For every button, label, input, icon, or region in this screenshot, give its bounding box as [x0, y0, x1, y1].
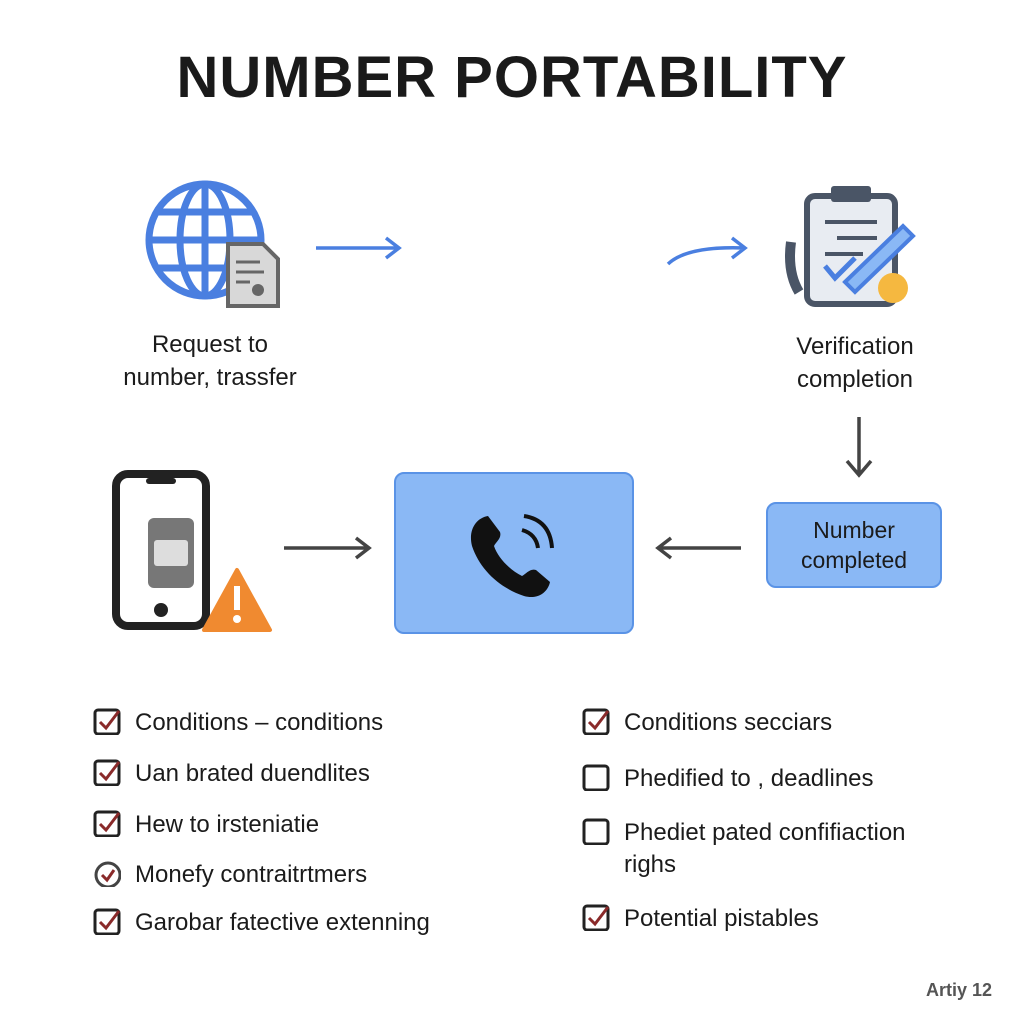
checklist-item[interactable]: Conditions – conditions — [93, 707, 430, 739]
checkbox-checked-icon[interactable] — [93, 907, 121, 935]
checkbox-checked-icon[interactable] — [582, 903, 610, 931]
step-verification-label: Verification completion — [745, 330, 965, 396]
checklist-item[interactable]: Uan brated duendlites — [93, 758, 430, 790]
arrow-right-icon — [284, 536, 372, 560]
label-line: Verification — [796, 333, 914, 360]
watermark: Artiy 12 — [926, 980, 993, 1000]
circle-check-icon[interactable] — [93, 859, 121, 887]
checkbox-checked-icon[interactable] — [93, 758, 121, 786]
item-text: Phedified to , deadlines — [624, 765, 874, 792]
step-request-label: Request to number, trassfer — [100, 328, 320, 394]
phone-handset-icon — [470, 514, 554, 598]
checkbox-empty-icon[interactable] — [582, 763, 610, 791]
item-text: Potential pistables — [624, 905, 819, 932]
globe-document-icon — [145, 180, 280, 308]
curved-arrow-right-icon — [666, 236, 748, 266]
arrow-right-icon — [316, 236, 402, 260]
checkbox-empty-icon[interactable] — [582, 817, 610, 845]
smartphone-warning-icon — [112, 470, 272, 632]
label-line: number, trassfer — [123, 364, 297, 391]
checkbox-checked-icon[interactable] — [582, 707, 610, 735]
checklist-item[interactable]: Phedified to , deadlines — [582, 763, 982, 795]
checklist-item[interactable]: Hew to irsteniatie — [93, 809, 430, 841]
checklist-item[interactable]: Potential pistables — [582, 903, 982, 935]
label-line: Number — [813, 517, 895, 543]
arrow-left-icon — [655, 536, 741, 560]
label-line: completed — [800, 547, 908, 573]
checklist-right: Conditions secciars Phedified to , deadl… — [582, 707, 982, 935]
item-text: Conditions – conditions — [135, 709, 384, 736]
label-line: Request to — [151, 331, 269, 358]
label-line: completion — [796, 366, 914, 393]
item-text: Hew to irsteniatie — [135, 811, 320, 838]
number-completed-box: Number completed — [766, 502, 942, 588]
checklist-left: Conditions – conditions Uan brated duend… — [93, 707, 430, 939]
page-title: NUMBER PORTABILITY — [176, 45, 848, 110]
clipboard-pen-icon — [785, 186, 916, 307]
checklist-item[interactable]: Monefy contraitrtmers — [93, 859, 430, 891]
checklist-item[interactable]: Garobar fatective extenning — [93, 907, 430, 939]
checkbox-checked-icon[interactable] — [93, 707, 121, 735]
item-text: Conditions secciars — [624, 709, 833, 736]
arrow-down-icon — [845, 417, 873, 478]
item-text: Garobar fatective extenning — [135, 909, 430, 936]
item-text: Uan brated duendlites — [135, 760, 370, 787]
call-box — [394, 472, 634, 634]
item-text: Monefy contraitrtmers — [135, 861, 368, 888]
checkbox-checked-icon[interactable] — [93, 809, 121, 837]
checklist-item[interactable]: Phediet pated confifiaction righs — [582, 817, 982, 881]
checklist-item[interactable]: Conditions secciars — [582, 707, 982, 739]
item-text: Phediet pated confifiaction righs — [624, 819, 906, 878]
